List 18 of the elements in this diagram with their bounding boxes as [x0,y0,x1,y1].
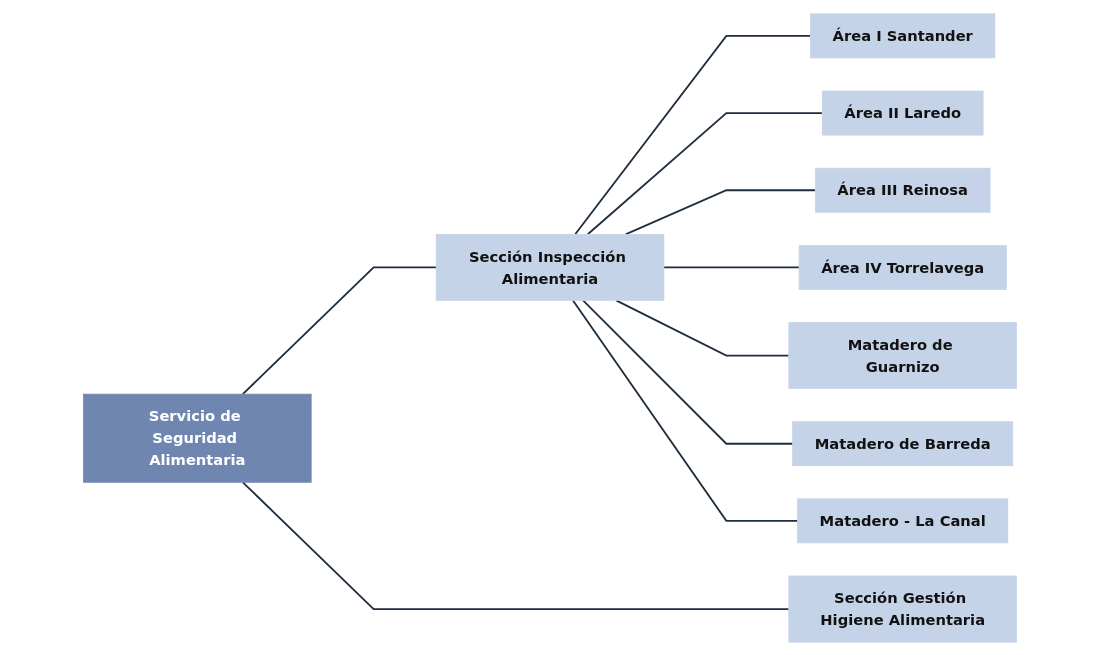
connector [615,299,790,356]
node-box: Matadero de Guarnizo [788,321,1017,389]
connector [586,111,824,235]
node-box: Área I Santander [810,13,996,58]
node-box: Área II Laredo [821,90,984,135]
node-box: Matadero - La Canal [797,497,1009,543]
node-box: Servicio de Seguridad Alimentaria [83,393,312,483]
connector [241,480,790,610]
node-box: Área III Reinosa [814,167,991,213]
node-box: Área IV Torrelavega [798,244,1007,290]
node-box: Sección Inspección Alimentaria [435,233,665,301]
connector [572,299,799,522]
connector [662,265,800,268]
node-box: Sección Gestión Higiene Alimentaria [788,575,1017,642]
connector [582,299,794,445]
connector [574,34,812,235]
node-box: Matadero de Barreda [792,420,1014,466]
connector [241,265,438,395]
